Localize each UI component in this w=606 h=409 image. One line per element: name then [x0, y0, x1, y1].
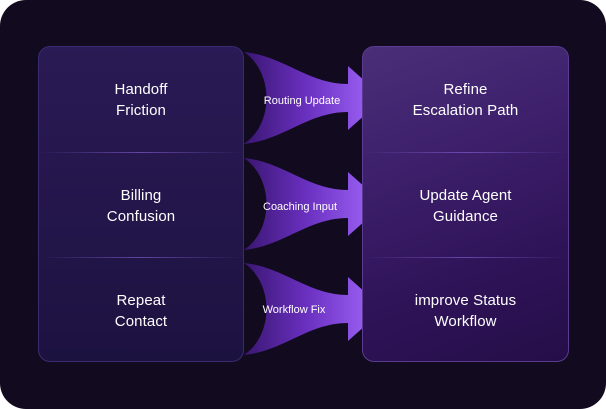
source-label: Billing Confusion — [106, 186, 176, 225]
target-label: Refine Escalation Path — [412, 80, 519, 119]
source-cell-billing-confusion: Billing Confusion — [39, 153, 243, 258]
target-cell-refine-escalation-path: Refine Escalation Path — [363, 47, 568, 152]
target-divider — [363, 257, 568, 258]
source-cell-handoff-friction: Handoff Friction — [39, 47, 243, 152]
source-panel: Handoff Friction Billing Confusion Repea… — [38, 46, 244, 362]
source-label: Handoff Friction — [114, 80, 168, 119]
source-divider — [39, 152, 243, 153]
source-label: Repeat Contact — [114, 291, 168, 330]
source-cell-repeat-contact: Repeat Contact — [39, 258, 243, 363]
target-label: Update Agent Guidance — [419, 186, 512, 225]
flow-label-routing-update: Routing Update — [264, 95, 340, 107]
source-divider — [39, 257, 243, 258]
target-panel: Refine Escalation Path Update Agent Guid… — [362, 46, 569, 362]
target-cell-improve-status-workflow: improve Status Workflow — [363, 258, 568, 363]
flow-arrow-3 — [244, 263, 384, 355]
flow-label-coaching-input: Coaching Input — [263, 201, 337, 213]
flow-label-workflow-fix: Workflow Fix — [263, 304, 326, 316]
target-label: improve Status Workflow — [414, 291, 517, 330]
flow-arrow-1 — [244, 52, 384, 144]
target-divider — [363, 152, 568, 153]
flow-arrow-2 — [244, 158, 384, 250]
target-cell-update-agent-guidance: Update Agent Guidance — [363, 153, 568, 258]
